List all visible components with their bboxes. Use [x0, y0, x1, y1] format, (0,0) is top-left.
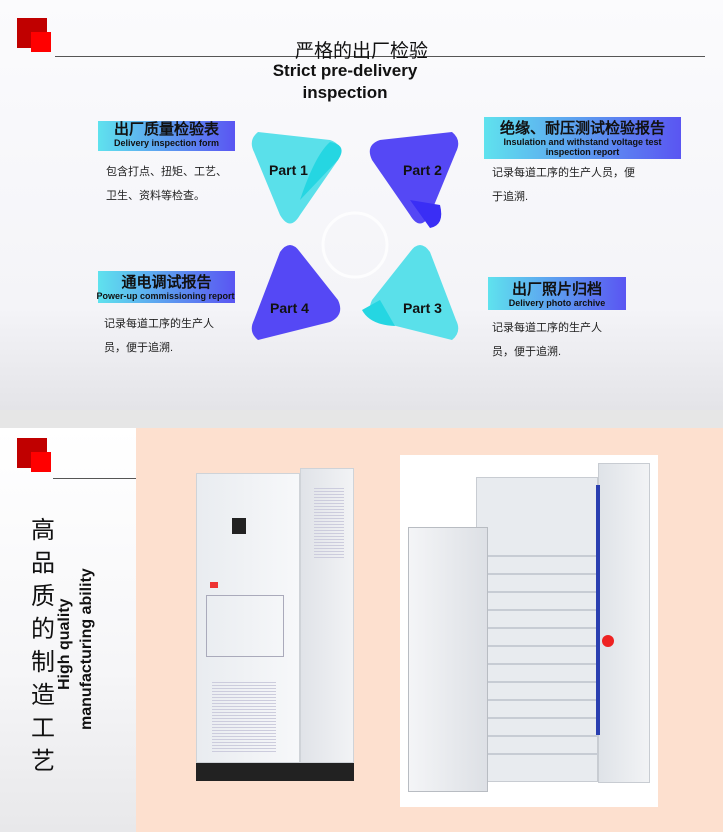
title-divider — [55, 56, 705, 57]
atom-icon — [321, 211, 389, 279]
part3-label: Part 3 — [403, 300, 442, 316]
part4-label: Part 4 — [270, 300, 309, 316]
manufacturing-slide: 高品质的制造工艺 High quality manufacturing abil… — [0, 428, 723, 832]
part2-shape — [369, 132, 459, 224]
item4-desc: 记录每道工序的生产人员，便于追溯. — [492, 322, 602, 358]
slide-title-cn: 高品质的制造工艺 — [31, 517, 55, 775]
part3-shape — [369, 245, 459, 340]
item3-desc: 记录每道工序的生产人员，便于追溯. — [104, 318, 214, 354]
part1-shape — [251, 132, 341, 224]
item1-desc: 包含打点、扭矩、工艺、卫生、资料等检查。 — [106, 166, 227, 202]
part1-fold — [300, 142, 342, 200]
slide-title-cn: 严格的出厂检验 — [294, 41, 428, 62]
part3-fold — [362, 300, 395, 326]
title-panel: 高品质的制造工艺 High quality manufacturing abil… — [0, 428, 136, 832]
cabinet-photo-closed — [190, 458, 360, 798]
cabinet-photo-open — [400, 455, 658, 807]
part4-shape — [251, 245, 341, 340]
title-divider — [53, 478, 136, 479]
part2-label: Part 2 — [403, 162, 442, 178]
item2-desc: 记录每道工序的生产人员，便于追溯. — [492, 167, 635, 203]
part2-fold — [410, 200, 442, 228]
part1-label: Part 1 — [269, 162, 308, 178]
part-shapes — [251, 132, 459, 340]
